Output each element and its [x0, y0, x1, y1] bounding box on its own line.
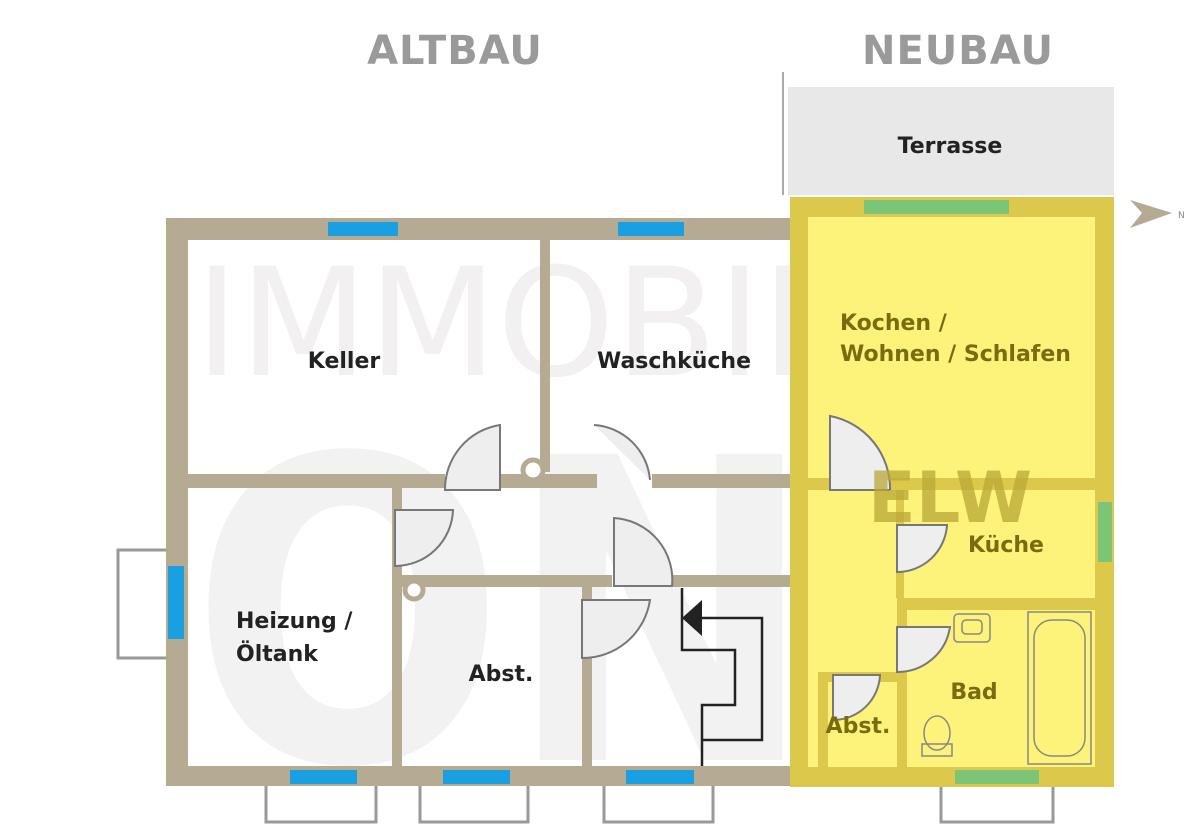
stair-outline-inner — [702, 616, 764, 742]
neubau-title: NEUBAU — [862, 28, 1054, 74]
door-passage — [613, 516, 674, 587]
toilet-tank — [921, 743, 953, 757]
bath-fixtures — [921, 611, 1092, 765]
door-kueche — [896, 524, 949, 574]
room-label-keller: Keller — [308, 349, 381, 374]
room-label-bad: Bad — [950, 680, 997, 705]
room-label-abst-elw: Abst. — [826, 714, 891, 739]
light-well-south-4 — [939, 786, 1055, 824]
compass-icon: N — [1130, 200, 1185, 228]
doors — [394, 414, 952, 722]
room-label-kochen-line2: Wohnen / Schlafen — [840, 342, 1071, 367]
wall-horizontal-mid-3 — [652, 474, 790, 488]
wall-passage-left — [392, 488, 402, 508]
elw-wall-left — [790, 197, 808, 787]
toilet-icon — [923, 715, 951, 751]
staircase — [680, 588, 764, 766]
room-label-waschkueche: Waschküche — [597, 349, 751, 374]
elw-wall-bath-left — [897, 598, 907, 767]
sink-icon — [953, 613, 991, 643]
door-keller — [443, 423, 501, 491]
door-abst-elw — [832, 674, 882, 722]
window-waschkueche — [618, 222, 684, 236]
window-south-3 — [626, 770, 694, 784]
elw-unit-label: ELW — [868, 457, 1032, 539]
elw-wall-right — [1095, 197, 1114, 787]
room-label-abst: Abst. — [469, 662, 534, 687]
room-label-kochen-line1: Kochen / — [840, 311, 948, 336]
window-south-2 — [443, 770, 510, 784]
wall-horizontal-lower-2 — [672, 575, 790, 587]
wall-abst-right — [582, 587, 592, 766]
light-wells — [116, 548, 1055, 824]
door-heizung — [394, 509, 455, 568]
wall-top — [166, 218, 790, 240]
wall-horizontal-mid-2 — [500, 474, 597, 488]
room-label-heizung-line2: Öltank — [236, 641, 319, 667]
window-kueche — [1098, 502, 1112, 562]
wall-keller-wasch — [540, 240, 550, 472]
windows-blue — [168, 222, 694, 784]
window-heizung — [168, 566, 184, 639]
door-wohnen — [829, 414, 892, 491]
compass-label: N — [1178, 211, 1185, 221]
door-waschkueche — [593, 424, 651, 481]
bathtub-inner — [1033, 619, 1086, 757]
column-1 — [520, 457, 546, 483]
elw-wall-bottom — [790, 767, 1114, 787]
altbau-title: ALTBAU — [367, 28, 543, 74]
columns — [402, 457, 546, 602]
door-abst — [581, 599, 652, 660]
door-bad — [896, 626, 952, 674]
wall-heizung-right — [392, 488, 402, 766]
wall-horizontal-mid — [188, 474, 445, 488]
column-2 — [402, 578, 426, 602]
windows-green — [864, 200, 1112, 784]
wall-left — [166, 218, 188, 786]
elw-wall-abst-left — [818, 672, 828, 767]
room-label-heizung-line1: Heizung / — [236, 609, 353, 634]
sink-basin — [961, 619, 983, 635]
room-label-kueche: Küche — [968, 533, 1044, 558]
elw-wall-bath-top — [905, 598, 1095, 610]
bathtub-icon — [1027, 611, 1092, 765]
window-wohnen — [864, 200, 1009, 214]
stair-arrow-icon — [682, 600, 702, 636]
window-bad — [955, 770, 1039, 784]
light-well-west — [116, 548, 166, 660]
light-well-south-1 — [264, 786, 378, 824]
light-well-south-3 — [602, 786, 715, 824]
wall-horizontal-lower — [402, 575, 612, 587]
stair-outline — [680, 588, 737, 766]
window-keller — [328, 222, 398, 236]
terrace-area — [788, 87, 1114, 195]
light-well-south-2 — [418, 786, 530, 824]
window-south-1 — [290, 770, 357, 784]
room-label-terrasse: Terrasse — [898, 134, 1003, 159]
